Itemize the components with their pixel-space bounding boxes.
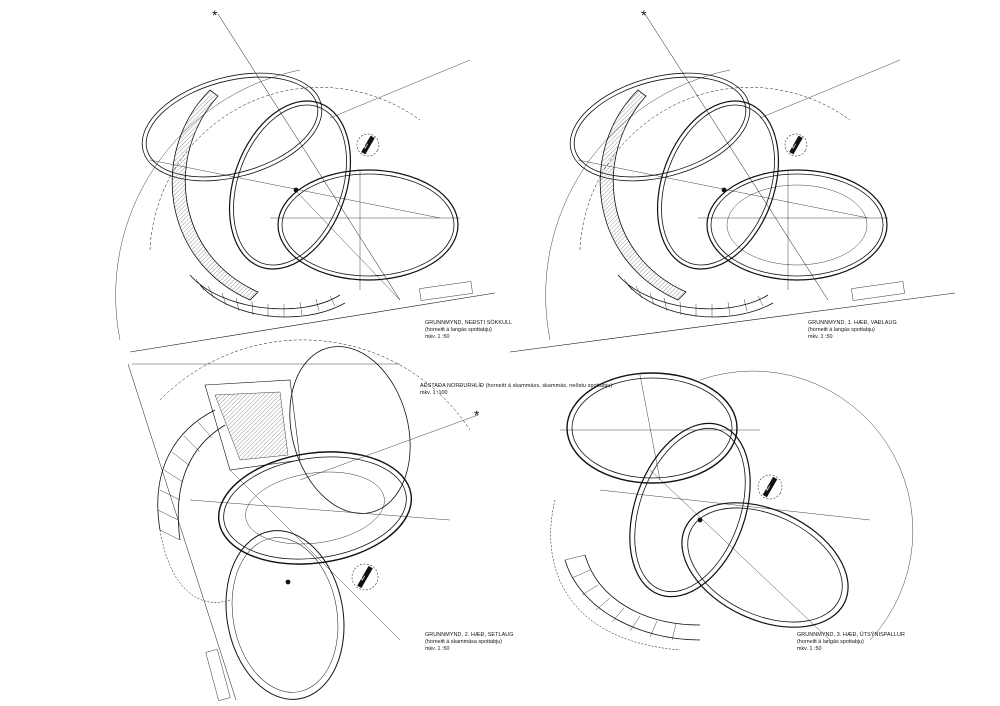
north-star-2: * xyxy=(641,7,647,23)
caption-title: GRUNNMYND, NEÐSTI SÖKKULL xyxy=(425,320,513,326)
caption-site: AÐSTAÐA NORÐURHLÍÐ (horneitt á skammáss,… xyxy=(420,383,612,397)
north-star-3: * xyxy=(474,407,480,423)
north-label-3: N xyxy=(357,572,367,583)
plan-first-drawing xyxy=(509,13,956,353)
north-label-2: N xyxy=(788,140,798,151)
caption-plan-second: GRUNNMYND, 2. HÆÐ, SETLAUG (horneitt á s… xyxy=(425,632,514,654)
north-label-4: N xyxy=(762,482,772,493)
caption-title: GRUNNMYND, 1. HÆÐ, VAÐLAUG xyxy=(808,320,897,326)
caption-note: (horneitt á langás spottabju) xyxy=(808,327,875,334)
caption-note: (horneitt á langás spottabju) xyxy=(425,327,492,334)
caption-plan-third: GRUNNMYND, 3. HÆÐ, ÚTSÝNISPALLUR (hornei… xyxy=(797,632,905,654)
caption-scale: mkv. 1 :50 xyxy=(425,334,450,341)
caption-title: AÐSTAÐA NORÐURHLÍÐ (horneitt á skammáss,… xyxy=(420,383,613,389)
caption-scale: mkv. 1 :50 xyxy=(425,646,450,653)
caption-scale: mkv. 1 :100 xyxy=(420,390,448,397)
caption-plan-basement: GRUNNMYND, NEÐSTI SÖKKULL (horneitt á la… xyxy=(425,320,512,342)
caption-scale: mkv. 1 :50 xyxy=(808,334,833,341)
plan-basement-drawing xyxy=(115,13,496,353)
plan-second-drawing xyxy=(127,339,479,701)
caption-title: GRUNNMYND, 2. HÆÐ, SETLAUG xyxy=(425,632,514,638)
caption-note: (horneitt á skammása spottabju) xyxy=(425,639,503,646)
north-label-1: N xyxy=(360,140,370,151)
caption-scale: mkv. 1 :50 xyxy=(797,646,822,653)
north-star-1: * xyxy=(212,7,218,23)
plan-third-drawing xyxy=(550,370,913,651)
caption-title: GRUNNMYND, 3. HÆÐ, ÚTSÝNISPALLUR xyxy=(797,632,905,638)
caption-plan-first: GRUNNMYND, 1. HÆÐ, VAÐLAUG (horneitt á l… xyxy=(808,320,897,342)
caption-note: (horneitt á langás spottabju) xyxy=(797,639,864,646)
